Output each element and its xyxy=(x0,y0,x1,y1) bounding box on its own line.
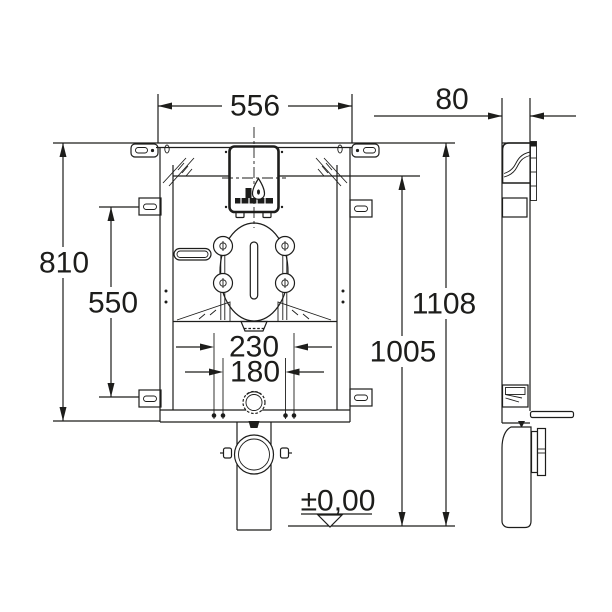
dimension-556: 556 xyxy=(157,90,353,143)
ring-clip-left xyxy=(220,447,233,459)
dimension-550: 550 xyxy=(88,206,139,398)
ring-clip-right xyxy=(279,447,292,459)
drain-connector-ring xyxy=(220,421,292,475)
side-elbow-flange xyxy=(530,427,547,477)
side-bracket-right-upper xyxy=(349,199,373,218)
center-slot xyxy=(249,241,259,300)
dimension-180: 180 xyxy=(185,356,324,419)
floor-level-datum: ±0,00 xyxy=(301,485,376,528)
side-bracket-left-lower xyxy=(138,389,162,408)
side-view xyxy=(501,141,575,529)
rail-hole-right xyxy=(337,144,343,154)
rivet-dots xyxy=(164,150,345,304)
dim-frame-width: 556 xyxy=(230,90,280,123)
dim-inner-bolt-spacing: 180 xyxy=(230,356,280,389)
dim-outer-bolt-spacing: 230 xyxy=(229,331,279,364)
dimension-1005: 1005 xyxy=(370,176,437,526)
dim-bracket-spacing: 550 xyxy=(88,287,138,320)
bottom-gusset-right xyxy=(277,301,332,321)
drain-seat xyxy=(240,320,268,332)
handle-slot xyxy=(173,247,212,261)
rail-hole-left xyxy=(164,144,170,154)
wall-anchor-left xyxy=(130,143,159,158)
ring-top-tab xyxy=(248,421,260,428)
wall-anchor-right xyxy=(351,143,380,158)
dim-total-height: 1108 xyxy=(412,288,477,321)
side-mid-bracket xyxy=(501,197,528,218)
dim-frame-depth: 80 xyxy=(435,83,468,116)
fixing-bolt-top-right xyxy=(274,235,296,257)
side-bracket-left-upper xyxy=(138,197,162,216)
fixing-bolt-bottom-right xyxy=(274,272,296,294)
drain-pipe xyxy=(236,422,272,531)
dimension-1108: 1108 xyxy=(412,143,477,526)
flush-valve-mechanism xyxy=(235,177,273,219)
side-small-arrow xyxy=(518,421,525,428)
side-bracket-right-lower xyxy=(349,388,373,407)
dimension-810: 810 xyxy=(38,143,90,421)
fixing-bolt-top-left xyxy=(212,235,234,257)
side-outlet-rod xyxy=(529,410,575,419)
dim-upper-rail-height: 1005 xyxy=(370,336,437,369)
floor-level-label: ±0,00 xyxy=(301,485,376,518)
front-view xyxy=(130,127,380,531)
bottom-bolt-tips xyxy=(211,413,297,418)
side-top-bracket xyxy=(501,141,537,201)
side-drain-elbow xyxy=(501,426,547,529)
bottom-gusset-left xyxy=(176,301,231,321)
dimension-230: 230 xyxy=(176,331,332,419)
water-inlet xyxy=(242,390,266,415)
fixing-bolt-bottom-left xyxy=(212,272,234,294)
corner-brace-left xyxy=(162,157,195,187)
corner-brace-right xyxy=(315,157,348,187)
datum-triangle-icon xyxy=(316,514,344,528)
side-flush-bend-box xyxy=(501,384,529,408)
center-lines xyxy=(222,127,286,228)
dimension-80: 80 xyxy=(374,83,576,143)
dim-left-height: 810 xyxy=(39,247,89,280)
